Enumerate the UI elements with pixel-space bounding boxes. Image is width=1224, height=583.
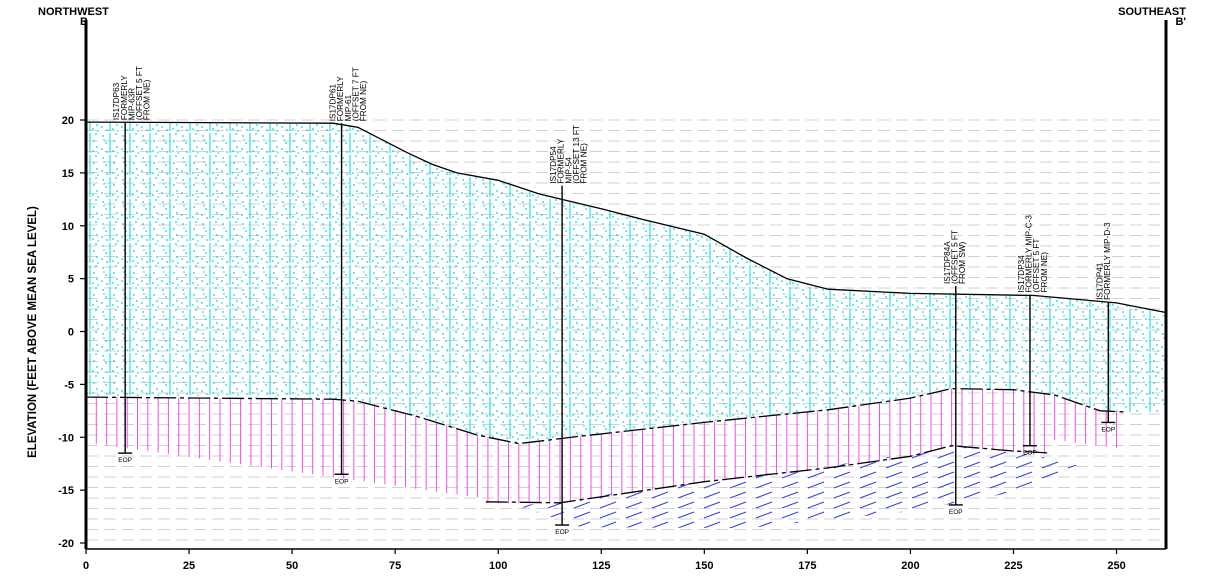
x-tick-label: 250 [1107,560,1125,572]
y-tick-label: -15 [58,485,74,497]
y-tick-label: 20 [62,115,74,127]
boring-label-line: IS17DP41 [1095,262,1104,300]
eop-label: EOP [335,478,349,485]
eop-label: EOP [555,529,569,536]
boring-label-line: IS17DP63 [112,82,121,120]
lower-clay-unit [518,445,1084,529]
x-tick-label: 200 [901,560,919,572]
boring-label-line: (OFFSET 5 FT [1032,239,1041,293]
boring-label-line: MIP-61 [344,94,353,121]
eop-label: EOP [949,509,963,516]
northwest-direction: NORTHWEST B [38,6,109,28]
southeast-label: SOUTHEAST [1118,6,1186,18]
x-tick-label: 150 [695,560,713,572]
boring-label-line: FORMERLY [557,138,566,183]
y-tick-label: -5 [64,379,74,391]
boring-label-line: MIP-63R [127,88,136,120]
x-tick-label: 175 [798,560,816,572]
boring-label-line: MIP-54 [564,157,573,184]
boring-label-line: FORMERLY [336,76,345,121]
boring-label-line: FROM NE) [143,79,152,120]
eop-label: EOP [1101,426,1115,433]
eop-label: EOP [118,457,132,464]
boring-label-line: (OFFSET 5 FT [135,66,144,120]
boring-label-line: (OFFSET 13 FT [572,125,581,184]
boring-label-line: IS17DP34 [1017,255,1026,293]
eop-label: EOP [1023,450,1037,457]
x-tick-label: 100 [489,560,507,572]
y-tick-label: 10 [62,221,74,233]
x-tick-label: 25 [183,560,195,572]
upper-contact-line [85,387,1125,445]
y-tick-label: 15 [62,168,74,180]
x-tick-label: 125 [592,560,610,572]
boring-label-line: FROM NE) [359,80,368,121]
y-axis-label: ELEVATION (FEET ABOVE MEAN SEA LEVEL) [27,206,39,458]
y-tick-label: 0 [68,327,74,339]
boring-label-line: FROM SW) [958,241,967,284]
boring-label-line: IS17DP54 [549,146,558,184]
lower-contact-line [485,445,1051,504]
middle-unit-hatch [95,388,1117,504]
x-tick-label: 75 [389,560,401,572]
y-tick-label: -10 [58,432,74,444]
boring-label-line: IS17DP61 [329,83,338,121]
x-tick-label: 225 [1004,560,1022,572]
boring-label-line: FROM NE) [1040,252,1049,293]
upper-sand-unit [86,122,1166,444]
section-start-point: B [80,16,88,28]
boring-label-line: FROM NE) [579,143,588,184]
x-tick-label: 50 [286,560,298,572]
boring-label-line: FORMERLY [120,75,129,120]
boring-label-line: FORMERLY MIP-C-3 [1025,215,1034,293]
boring-label-line: (OFFSET 7 FT [351,67,360,121]
y-tick-label: -20 [58,538,74,550]
northwest-label: NORTHWEST [38,6,109,18]
boring-label-line: IS17DP84A [943,241,952,284]
boring-label-line: FORMERLY MIP-D-3 [1103,222,1112,300]
axes [84,20,1168,550]
southeast-direction: SOUTHEAST B' [1118,6,1186,28]
ground-surface-line [85,121,1167,314]
y-tick-label: 5 [68,274,74,286]
section-end-point: B' [1175,16,1186,28]
boring-label-line: (OFFSET 5 FT [950,230,959,284]
x-tick-label: 0 [83,560,89,572]
